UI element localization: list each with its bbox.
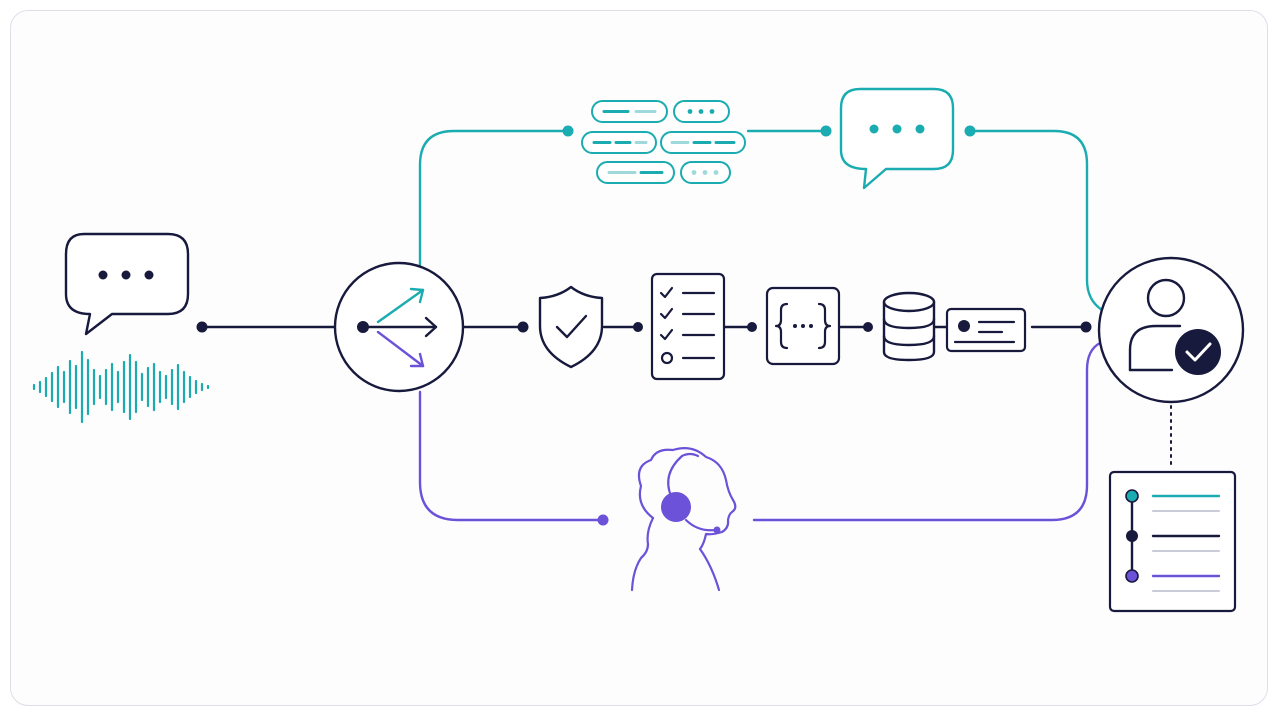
human-handoff-dots xyxy=(597,514,609,526)
verified-customer xyxy=(1097,256,1245,404)
suggested-replies-chips xyxy=(581,100,746,184)
bot-response-bubble xyxy=(839,87,955,190)
human-agent xyxy=(630,447,737,592)
database-cylinder xyxy=(882,291,936,362)
incoming-message-icon xyxy=(64,232,190,336)
automated-path-dots xyxy=(562,125,976,137)
diagram-frame xyxy=(10,10,1268,706)
router-hub xyxy=(333,261,465,393)
resolution-timeline xyxy=(1108,470,1237,613)
checklist-doc xyxy=(650,272,726,381)
voice-waveform-icon xyxy=(32,350,210,424)
json-code-block xyxy=(765,286,841,366)
main-pipeline-dots xyxy=(196,321,1092,333)
human-handoff-connector xyxy=(418,341,1102,522)
security-shield xyxy=(538,285,604,369)
automated-path-connector xyxy=(418,129,1104,312)
record-card xyxy=(945,307,1027,353)
